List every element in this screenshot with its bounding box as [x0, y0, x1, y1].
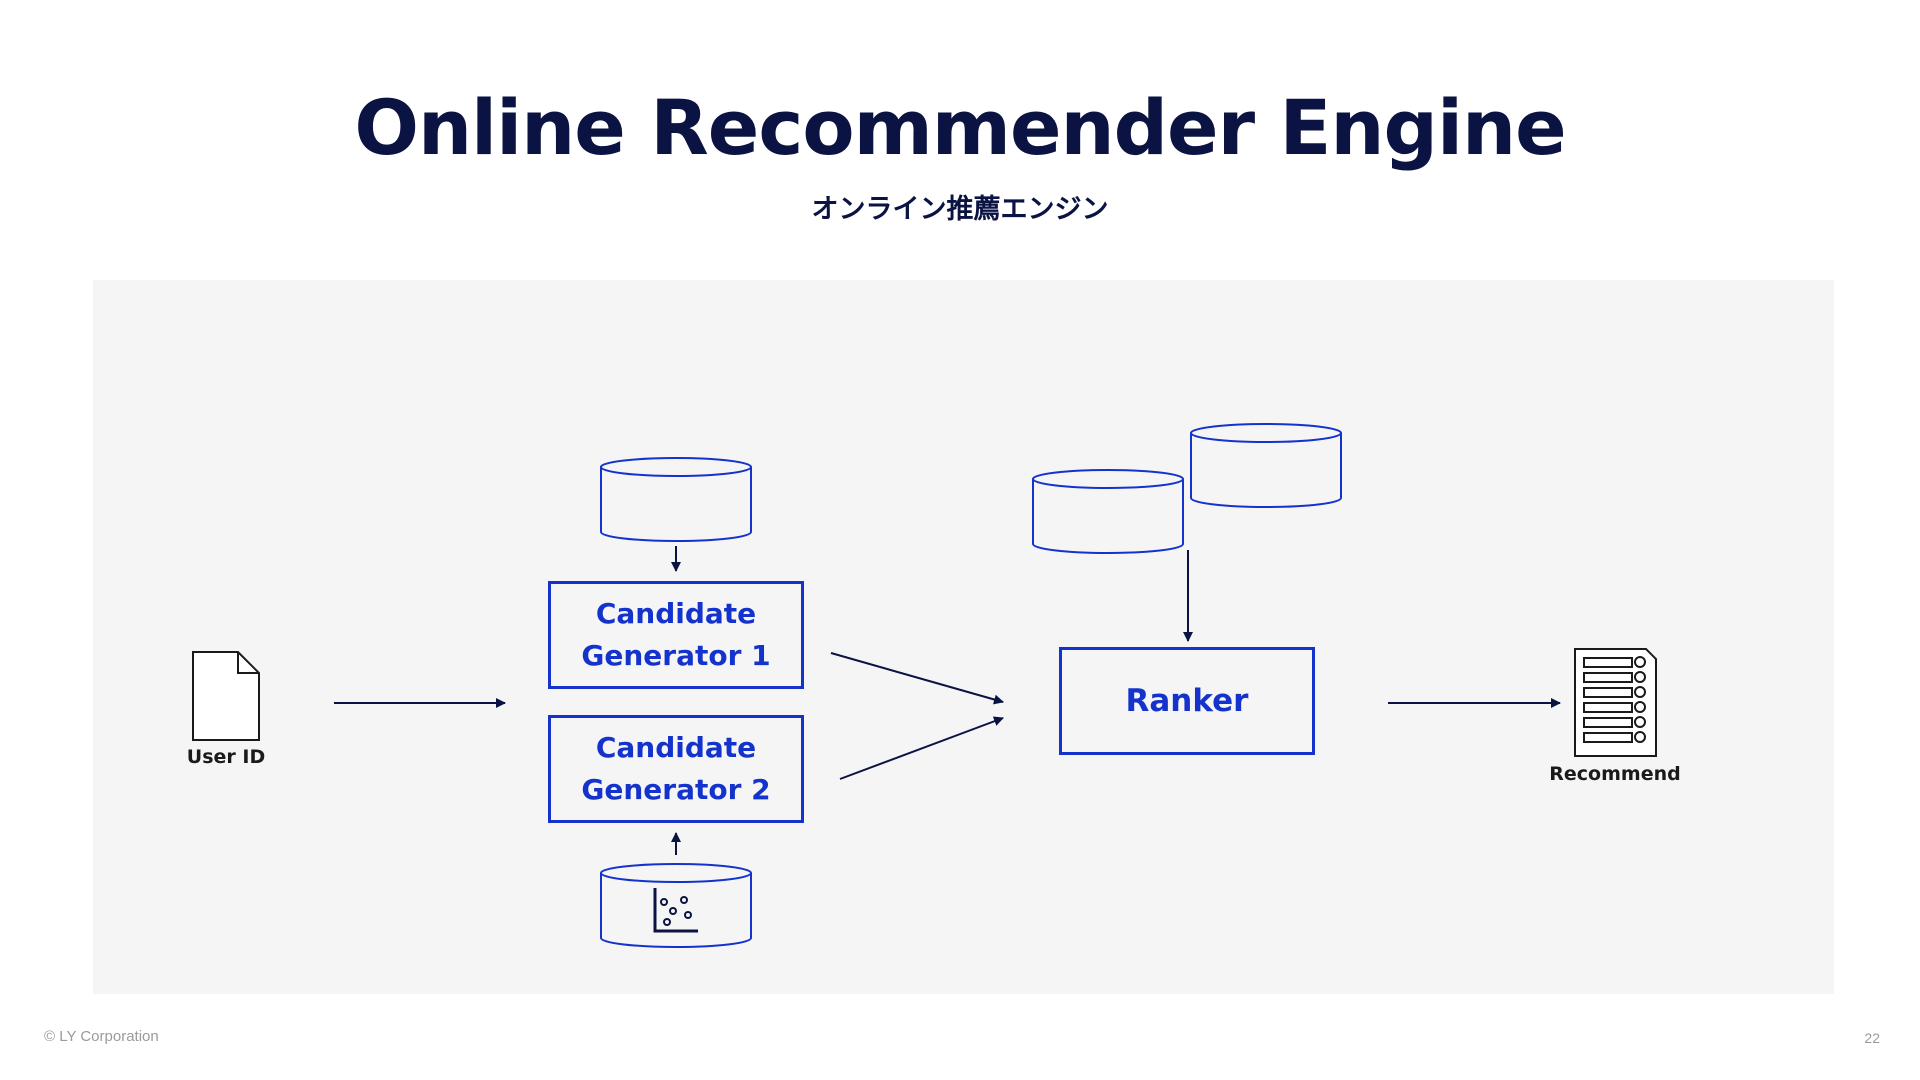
- database-icon: [1190, 423, 1342, 508]
- scatter-plot-icon: [653, 888, 698, 933]
- user-id-label: User ID: [186, 746, 266, 768]
- document-icon: [192, 651, 260, 741]
- ranker-box: Ranker: [1059, 647, 1315, 755]
- database-icon: [1032, 469, 1184, 554]
- generator-1-line1: Candidate: [595, 597, 757, 630]
- candidate-generator-1-box: Candidate Generator 1: [548, 581, 804, 689]
- list-document-icon: [1574, 648, 1657, 757]
- generator-2-line2: Generator 2: [581, 773, 771, 806]
- arrow-icon: [839, 716, 1004, 780]
- arrow-icon: [830, 652, 1004, 705]
- ranker-label: Ranker: [1125, 683, 1249, 719]
- candidate-generator-2-box: Candidate Generator 2: [548, 715, 804, 823]
- recommend-label: Recommend: [1549, 763, 1681, 785]
- page-number: 22: [1864, 1030, 1880, 1046]
- page-subtitle: オンライン推薦エンジン: [811, 194, 1109, 225]
- generator-1-line2: Generator 1: [581, 639, 771, 672]
- page-title: Online Recommender Engine: [354, 83, 1566, 172]
- database-icon: [600, 863, 752, 948]
- generator-2-line1: Candidate: [595, 731, 757, 764]
- copyright-text: © LY Corporation: [44, 1028, 159, 1045]
- database-icon: [600, 457, 752, 542]
- diagram-panel: [93, 280, 1834, 994]
